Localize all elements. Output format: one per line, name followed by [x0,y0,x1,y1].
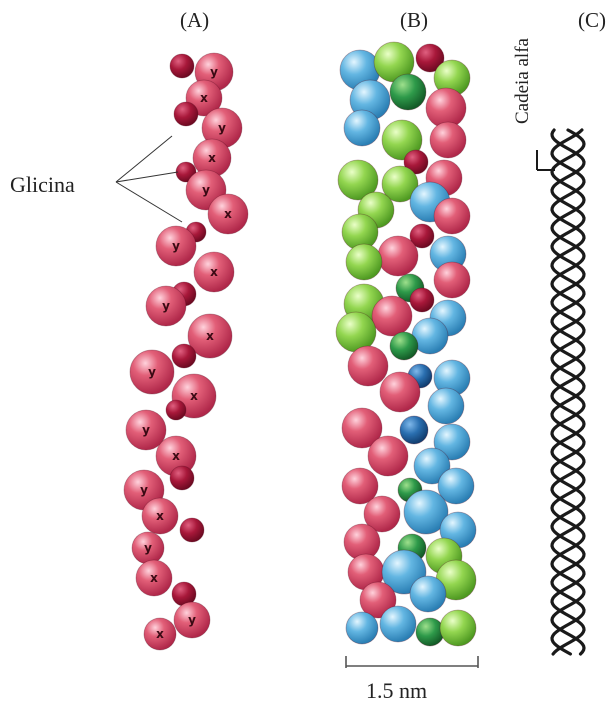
residue-y-label: y [218,121,226,135]
residue-x-label: x [206,329,214,343]
panel-c-label: (C) [578,8,606,33]
residue-y-label: y [140,483,148,497]
glycine-label: Glicina [10,172,75,198]
helix-bead [368,436,408,476]
residue-x-label: x [156,627,164,641]
helix-bead [348,346,388,386]
residue-y-label: y [210,65,218,79]
helix-bead [380,372,420,412]
helix-bead [410,288,434,312]
helix-bead [346,612,378,644]
glycine-bead [174,102,198,126]
helix-bead [380,606,416,642]
residue-y-label: y [144,541,152,555]
residue-x-label: x [150,571,158,585]
residue-y-label: y [188,613,196,627]
residue-y-label: y [202,183,210,197]
helix-bead [378,236,418,276]
residue-y-label: y [172,239,180,253]
helix-bead [346,244,382,280]
alpha-chain-label: Cadeia alfa [512,4,534,124]
helix-bead [428,388,464,424]
panel-b-label: (B) [400,8,428,33]
panel-a-label: (A) [180,8,209,33]
scale-label: 1.5 nm [366,678,427,704]
residue-x-label: x [156,509,164,523]
helix-bead [434,198,470,234]
helix-bead [440,610,476,646]
scale-bar [346,656,478,668]
residue-x-label: x [190,389,198,403]
glycine-bead [170,54,194,78]
helix-bead [390,332,418,360]
glycine-bead [170,466,194,490]
helix-bead [434,262,470,298]
residue-x-label: x [200,91,208,105]
residue-x-label: x [172,449,180,463]
helix-bead [344,110,380,146]
helix-bead [372,296,412,336]
panel-c-helix-diagram [552,130,584,654]
glycine-pointer-lines [116,136,182,222]
panel-b-triple-helix [336,42,476,646]
residue-x-label: x [210,265,218,279]
glycine-bead [172,344,196,368]
glycine-bead [166,400,186,420]
helix-bead [430,122,466,158]
helix-bead [410,576,446,612]
residue-x-label: x [208,151,216,165]
helix-bead [390,74,426,110]
helix-bead [400,416,428,444]
residue-y-label: y [162,299,170,313]
glycine-bead [180,518,204,542]
residue-y-label: y [142,423,150,437]
helix-bead [416,618,444,646]
residue-y-label: y [148,365,156,379]
residue-x-label: x [224,207,232,221]
